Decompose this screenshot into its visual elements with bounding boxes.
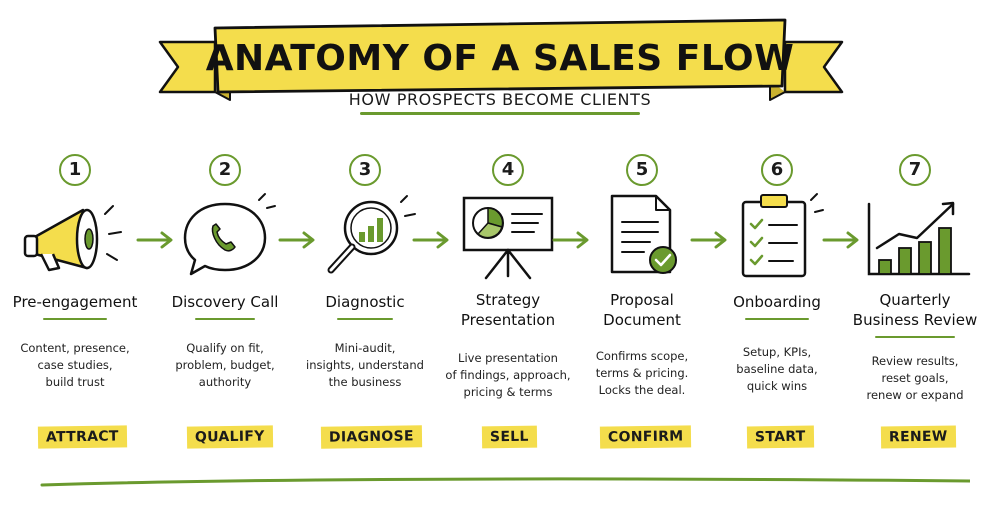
stage-tag: START [746, 425, 814, 449]
title-underline [875, 336, 955, 338]
phone-bubble-icon [183, 193, 276, 276]
step-description-line: authority [198, 375, 252, 389]
step-description: Content, presence, case studies, build t… [5, 340, 145, 391]
step-quarterly-business-review: 7 Quarterly Business Review Review resul… [845, 150, 985, 450]
step-number: 5 [626, 154, 658, 186]
step-description-line: Confirms scope, [595, 349, 689, 363]
step-description-line: the business [328, 375, 402, 389]
growth-chart-icon [867, 201, 971, 276]
step-description-line: case studies, [37, 358, 113, 372]
step-title: Quarterly Business Review [845, 290, 985, 330]
page-subtitle: HOW PROSPECTS BECOME CLIENTS [348, 90, 652, 109]
step-title-line: Quarterly [879, 291, 951, 309]
step-description-line: terms & pricing. [595, 366, 689, 380]
step-description-line: Mini-audit, [334, 341, 396, 355]
step-description-line: of findings, approach, [445, 368, 571, 382]
step-description-line: quick wins [746, 379, 808, 393]
step-title-line: Proposal [610, 291, 674, 309]
step-description: Setup, KPIs, baseline data, quick wins [707, 344, 847, 395]
stage-tag: QUALIFY [186, 425, 273, 449]
step-description-line: Review results, [871, 354, 959, 368]
step-title: Discovery Call [171, 293, 279, 311]
flow-arrow [278, 231, 315, 249]
step-strategy-presentation: 4 Strategy Presentation Live presentatio… [438, 150, 578, 450]
step-description-line: baseline data, [736, 362, 818, 376]
step-title: Proposal Document [572, 290, 712, 330]
title-underline [337, 318, 393, 320]
step-description-line: Qualify on fit, [186, 341, 264, 355]
step-description: Mini-audit, insights, understand the bus… [295, 340, 435, 391]
sales-flow-steps: 1 Pre-engagement Content, presence, case… [0, 150, 1000, 450]
step-title-line: Business Review [852, 311, 978, 329]
clipboard-checklist-icon [741, 193, 824, 278]
step-description: Live presentation of findings, approach,… [438, 350, 578, 401]
stage-tag: DIAGNOSE [320, 425, 422, 449]
magnifier-chart-icon [327, 195, 416, 274]
step-description-line: pricing & terms [463, 385, 553, 399]
step-proposal-document: 5 Proposal Document Confirms scope, term… [572, 150, 712, 450]
stage-tag: SELL [481, 425, 537, 449]
step-title-line: Document [603, 311, 681, 329]
step-description-line: Locks the deal. [598, 383, 686, 397]
bottom-divider [40, 477, 970, 487]
stage-tag: ATTRACT [37, 425, 127, 449]
title-underline [43, 318, 107, 320]
step-title: Pre-engagement [12, 293, 138, 311]
step-description: Review results, reset goals, renew or ex… [845, 353, 985, 404]
step-diagnostic: 3 Diagnostic Mini-audit, insights, under… [295, 150, 435, 450]
step-pre-engagement: 1 Pre-engagement Content, presence, case… [5, 150, 145, 450]
flow-arrow [690, 231, 727, 249]
step-title: Onboarding [733, 293, 821, 311]
step-title-line: Strategy [475, 291, 541, 309]
flow-arrow [822, 231, 859, 249]
step-description-line: Content, presence, [20, 341, 130, 355]
step-number: 2 [209, 154, 241, 186]
step-number: 1 [59, 154, 91, 186]
step-number: 7 [899, 154, 931, 186]
stage-tag: RENEW [880, 425, 956, 449]
step-number: 3 [349, 154, 381, 186]
step-description-line: build trust [45, 375, 105, 389]
step-description: Confirms scope, terms & pricing. Locks t… [572, 348, 712, 399]
step-description-line: reset goals, [881, 371, 949, 385]
document-check-icon [610, 194, 677, 274]
title-underline [745, 318, 809, 320]
megaphone-icon [23, 205, 122, 272]
step-title: Strategy Presentation [438, 290, 578, 330]
page-title: ANATOMY OF A SALES FLOW [205, 38, 795, 79]
subtitle-underline [360, 112, 640, 115]
step-title: Diagnostic [325, 293, 405, 311]
step-number: 4 [492, 154, 524, 186]
presentation-board-icon [462, 196, 554, 280]
title-underline [195, 318, 255, 320]
step-description-line: problem, budget, [175, 358, 275, 372]
step-title-line: Presentation [460, 311, 556, 329]
step-description-line: insights, understand [306, 358, 424, 372]
step-description-line: Live presentation [458, 351, 558, 365]
step-description-line: Setup, KPIs, [742, 345, 812, 359]
title-banner [158, 18, 844, 101]
step-description-line: renew or expand [866, 388, 964, 402]
step-discovery-call: 2 Discovery Call Qualify on fit, problem… [155, 150, 295, 450]
stage-tag: CONFIRM [599, 425, 692, 449]
flow-arrow [552, 231, 589, 249]
step-description: Qualify on fit, problem, budget, authori… [155, 340, 295, 391]
step-number: 6 [761, 154, 793, 186]
flow-arrow [136, 231, 173, 249]
flow-arrow [412, 231, 449, 249]
step-onboarding: 6 Onboarding Setup, KPIs, baseline data,… [707, 150, 847, 450]
